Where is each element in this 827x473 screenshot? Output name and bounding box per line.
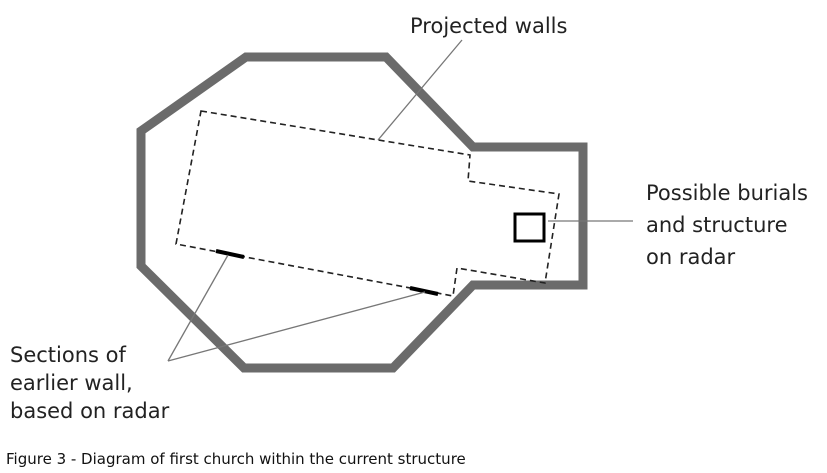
burials-label-line-1: Possible burials: [646, 181, 808, 205]
figure-caption: Figure 3 - Diagram of first church withi…: [6, 450, 466, 468]
earlier-wall-leader-1: [167, 254, 229, 362]
earlier-wall-label-line-1: Sections of: [10, 343, 126, 367]
earlier-wall-section-2: [409, 286, 439, 296]
burials-label-line-3: on radar: [646, 245, 736, 269]
current-structure-wall: [136, 52, 588, 373]
earlier-wall-label-line-2: earlier wall,: [10, 371, 133, 395]
burials-label-line-2: and structure: [646, 213, 787, 237]
earlier-wall-section-1: [215, 249, 245, 259]
earlier-wall-label-line-3: based on radar: [10, 399, 170, 423]
projected-walls-outline: [175, 110, 560, 297]
projected-walls-leader: [377, 39, 463, 141]
projected-walls-label: Projected walls: [410, 14, 567, 38]
earlier-wall-leader-2: [167, 291, 426, 362]
burials-structure-box: [513, 212, 546, 243]
